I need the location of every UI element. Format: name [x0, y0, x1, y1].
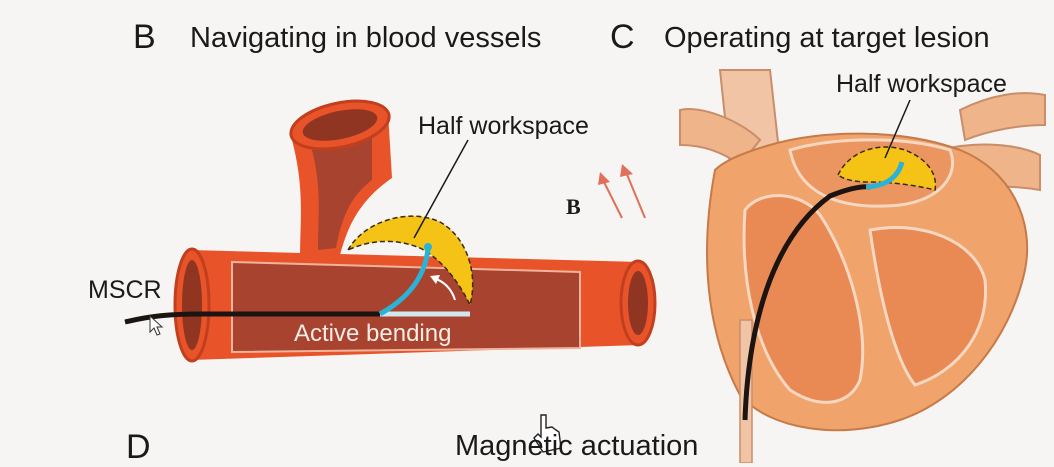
panel-c-letter: C: [610, 18, 635, 57]
workspace-label-b: Half workspace: [418, 112, 589, 141]
panel-c-title: Operating at target lesion: [664, 22, 990, 55]
magnetic-field-arrows: [598, 164, 645, 218]
panel-b-letter: B: [133, 18, 156, 57]
panel-d-title: Magnetic actuation: [455, 430, 698, 463]
active-bending-label: Active bending: [294, 320, 451, 348]
panel-b-title: Navigating in blood vessels: [190, 22, 541, 55]
workspace-label-c: Half workspace: [836, 70, 1007, 99]
magnetic-field-label: B: [566, 194, 581, 220]
mscr-label: MSCR: [88, 276, 162, 305]
heart-illustration: [680, 70, 1045, 463]
panel-d-letter: D: [126, 428, 151, 467]
